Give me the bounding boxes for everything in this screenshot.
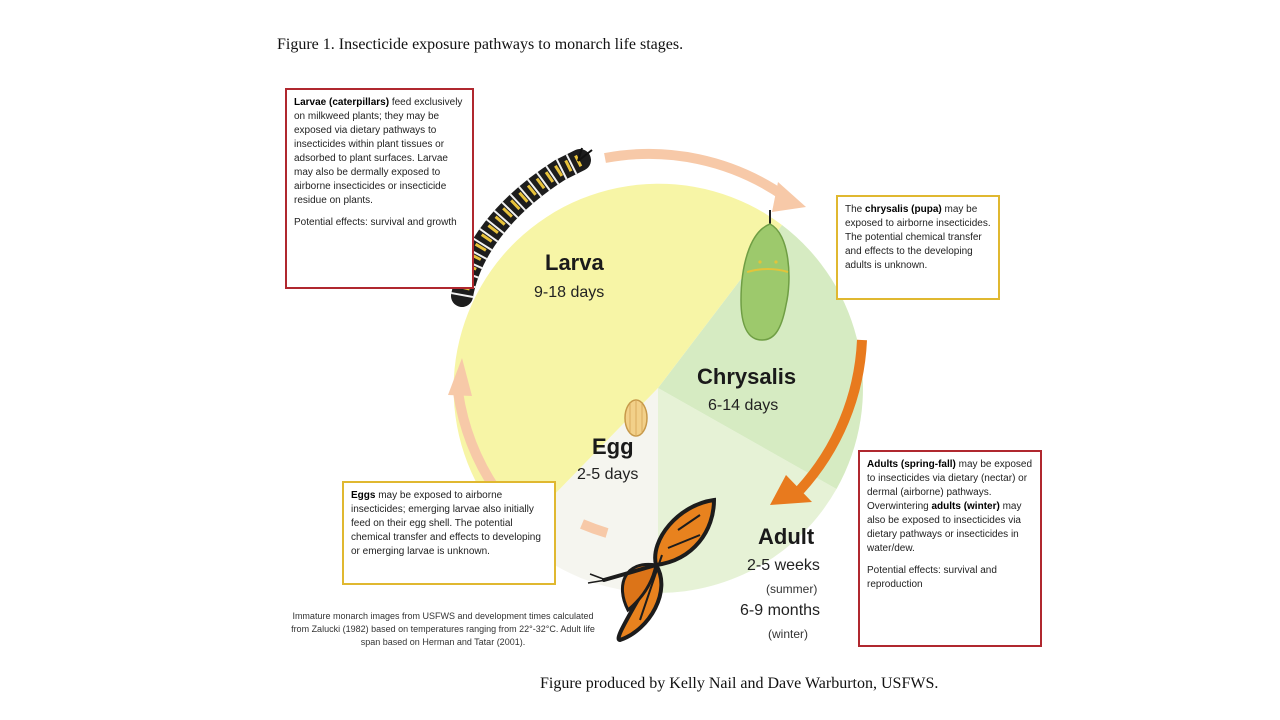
chrysalis-sector: [658, 225, 863, 489]
adults-info-text-2: may also be exposed to insecticides via …: [867, 501, 1022, 554]
stage-label-adult: Adult: [758, 524, 815, 549]
eggs-info-box: Eggs may be exposed to airborne insectic…: [342, 481, 556, 585]
adult-sector: [658, 388, 837, 593]
larvae-effects: Potential effects: survival and growth: [294, 217, 457, 228]
stage-label-chrysalis: Chrysalis: [697, 364, 797, 389]
arrow-head-chrysalis-to-adult: [770, 475, 812, 505]
arrow-adult-to-egg: [580, 519, 609, 538]
larvae-info-bold: Larvae (caterpillars): [294, 97, 390, 108]
adults-info-text-1: may be exposed to insecticides via dieta…: [867, 459, 1033, 512]
figure-title: Figure 1. Insecticide exposure pathways …: [277, 36, 684, 53]
stage-label-egg: Egg: [592, 434, 634, 459]
stage-duration-larva: 9-18 days: [534, 284, 605, 301]
larva-sector: [453, 183, 782, 535]
butterfly-illustration: [587, 497, 717, 643]
chrysalis-info-text: may be exposed to airborne insecticides.…: [845, 204, 991, 271]
larvae-info-text: feed exclusively on milkweed plants; the…: [294, 97, 463, 206]
stage-duration-chrysalis: 6-14 days: [708, 397, 779, 414]
stage-duration-egg: 2-5 days: [577, 466, 639, 483]
chrysalis-info-bold: chrysalis (pupa): [865, 204, 942, 215]
stage-season-winter: (winter): [768, 627, 809, 641]
egg-illustration: [624, 399, 648, 437]
arrow-head-egg-to-larva: [448, 358, 472, 396]
adults-info-bold-1: Adults (spring-fall): [867, 459, 956, 470]
arrow-head-larva-to-chrysalis: [772, 182, 806, 212]
adults-info-box: Adults (spring-fall) may be exposed to i…: [858, 450, 1042, 647]
eggs-info-text: may be exposed to airborne insecticides;…: [351, 490, 541, 557]
stage-label-larva: Larva: [545, 250, 604, 275]
arrow-larva-to-chrysalis: [604, 148, 787, 201]
larvae-info-box: Larvae (caterpillars) feed exclusively o…: [285, 88, 474, 289]
stage-season-summer: (summer): [766, 582, 818, 596]
adults-effects: Potential effects: survival and reproduc…: [867, 565, 997, 590]
figure-credit: Figure produced by Kelly Nail and Dave W…: [540, 675, 939, 692]
arrow-chrysalis-to-adult: [796, 339, 867, 494]
chrysalis-illustration: [740, 210, 790, 341]
image-source-footnote: Immature monarch images from USFWS and d…: [291, 611, 595, 647]
eggs-info-bold: Eggs: [351, 490, 376, 501]
stage-duration-adult-winter: 6-9 months: [740, 602, 821, 619]
adults-info-bold-2: adults (winter): [931, 501, 1000, 512]
chrysalis-info-pre: The: [845, 204, 866, 215]
stage-duration-adult-summer: 2-5 weeks: [747, 557, 820, 574]
chrysalis-info-box: The chrysalis (pupa) may be exposed to a…: [836, 195, 1000, 300]
